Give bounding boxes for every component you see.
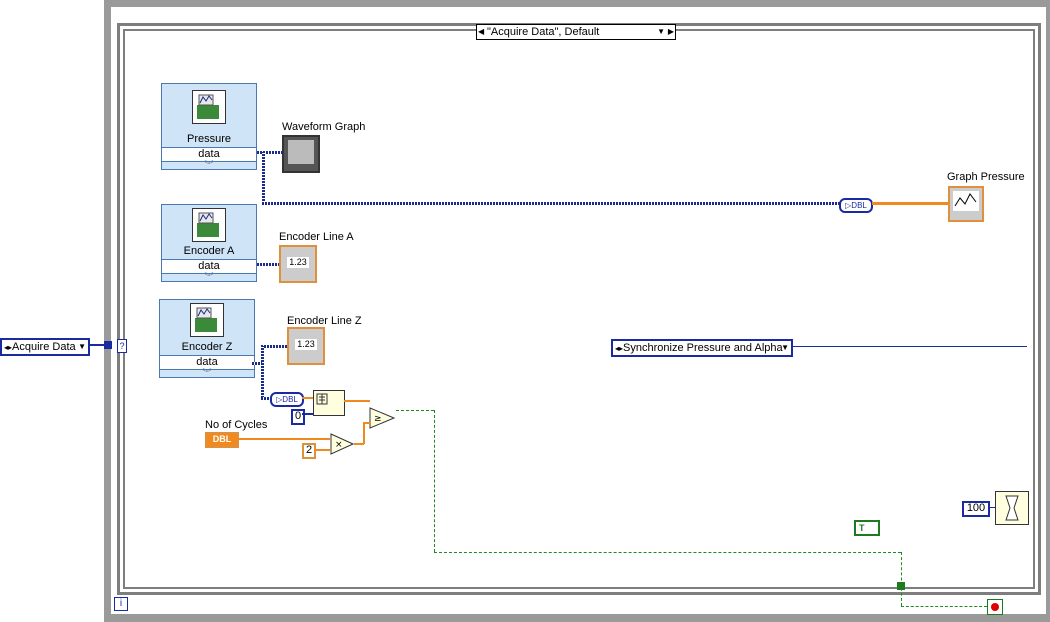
wire-encoder-z-down: [261, 346, 264, 398]
wire-size-to-compare: [344, 400, 370, 402]
case-selector-terminal[interactable]: ?: [117, 339, 127, 353]
case-dropdown-icon[interactable]: ▼: [657, 27, 665, 36]
encoder-line-z-label: Encoder Line Z: [287, 315, 362, 327]
xy-graph-icon[interactable]: [948, 186, 984, 222]
svg-text:×: ×: [335, 440, 343, 450]
stop-icon[interactable]: [987, 599, 1003, 615]
multiplier-constant[interactable]: 2: [302, 443, 316, 459]
daq-output-data[interactable]: data: [160, 355, 254, 370]
next-state-enum-constant[interactable]: ◂▸Synchronize Pressure and Alpha▼: [611, 339, 793, 357]
case-tunnel-boolean[interactable]: [897, 582, 905, 590]
waveform-graph-icon[interactable]: [282, 135, 320, 173]
index-zero-constant[interactable]: 0: [291, 409, 305, 425]
greater-or-equal-icon[interactable]: ≥: [369, 407, 396, 432]
expand-chevron-icon[interactable]: ︾: [202, 368, 212, 378]
numeric-indicator-icon[interactable]: 1.23: [279, 245, 317, 283]
daq-output-data[interactable]: data: [162, 259, 256, 274]
true-constant-label: T: [859, 523, 865, 533]
wire-pressure-to-graph: [257, 151, 283, 154]
wire-next-state: [793, 346, 1027, 347]
convert-from-dynamic-icon[interactable]: ▷DBL: [270, 392, 304, 407]
numeric-indicator-icon[interactable]: 1.23: [287, 327, 325, 365]
shift-register-left[interactable]: [104, 341, 112, 349]
waveform-graph-label: Waveform Graph: [282, 121, 366, 133]
no-of-cycles-label: No of Cycles: [205, 419, 268, 431]
daq-name-label: Pressure: [186, 133, 232, 145]
graph-pressure-label: Graph Pressure: [947, 171, 1025, 183]
wire-stop-boolean-h3: [901, 606, 987, 607]
case-selector[interactable]: ◀ "Acquire Data", Default ▼ ▶: [476, 24, 676, 40]
state-enum-control[interactable]: ◂▸Acquire Data▼: [0, 338, 90, 356]
wire-pressure-orange: [872, 202, 948, 205]
wire-array-to-size: [302, 397, 314, 399]
daq-assistant-encoder-z[interactable]: Encoder Z data ︾: [159, 299, 255, 378]
wire-stop-boolean: [396, 410, 434, 411]
daq-output-data[interactable]: data: [162, 147, 256, 162]
numeric-glyph: 1.23: [287, 257, 309, 268]
array-size-icon[interactable]: [313, 390, 345, 416]
expand-chevron-icon[interactable]: ︾: [204, 272, 214, 282]
wire-encoder-a: [257, 263, 280, 266]
case-prev-icon[interactable]: ◀: [478, 27, 485, 36]
true-constant[interactable]: T: [854, 520, 880, 536]
daq-assistant-icon: [192, 90, 226, 124]
case-next-icon[interactable]: ▶: [667, 27, 674, 36]
wire-stop-boolean-v1: [434, 410, 435, 552]
convert-from-dynamic-icon[interactable]: ▷DBL: [839, 198, 873, 213]
case-selector-label: "Acquire Data", Default: [487, 26, 600, 38]
state-wire-in: [90, 344, 106, 346]
no-of-cycles-control[interactable]: DBL: [205, 432, 239, 448]
next-state-label: Synchronize Pressure and Alpha: [623, 342, 783, 354]
daq-assistant-pressure[interactable]: Pressure data ︾: [161, 83, 257, 170]
daq-assistant-icon: [192, 208, 226, 242]
state-enum-label: Acquire Data: [12, 341, 76, 353]
iteration-icon[interactable]: i: [114, 597, 128, 611]
wait-ms-icon[interactable]: [995, 491, 1029, 525]
wire-cycles-to-multiply: [237, 438, 330, 440]
wire-encoder-z: [261, 345, 288, 348]
case-structure[interactable]: [117, 23, 1041, 595]
wire-two-to-multiply: [314, 449, 330, 451]
expand-chevron-icon[interactable]: ︾: [204, 160, 214, 170]
wire-wait-ms: [990, 507, 996, 508]
wire-stop-boolean-v2: [901, 552, 902, 606]
wire-multiply-out: [354, 443, 364, 445]
wait-ms-constant[interactable]: 100: [962, 501, 990, 517]
wire-multiply-to-compare: [363, 422, 371, 424]
daq-assistant-icon: [190, 303, 224, 337]
wire-multiply-up: [363, 422, 365, 444]
multiply-icon[interactable]: ×: [330, 433, 355, 458]
daq-name-label: Encoder Z: [181, 341, 233, 353]
enum-spinner-icon[interactable]: ◂▸: [4, 343, 13, 352]
enum-spinner-icon[interactable]: ◂▸: [615, 344, 624, 353]
numeric-glyph: 1.23: [295, 339, 317, 350]
enum-dropdown-icon[interactable]: ▼: [78, 342, 86, 351]
daq-assistant-encoder-a[interactable]: Encoder A data ︾: [161, 204, 257, 282]
wire-pressure-long: [262, 202, 842, 205]
daq-name-label: Encoder A: [183, 245, 235, 257]
wire-zero-to-size: [302, 413, 314, 415]
encoder-line-a-label: Encoder Line A: [279, 231, 354, 243]
wire-pressure-down: [262, 152, 265, 204]
svg-text:≥: ≥: [374, 414, 382, 424]
enum-dropdown-icon[interactable]: ▼: [781, 343, 789, 352]
wire-encoder-z-to-convert: [252, 362, 262, 365]
wire-stop-boolean-h2: [434, 552, 901, 553]
wire-encoder-z-bottom: [261, 397, 271, 400]
